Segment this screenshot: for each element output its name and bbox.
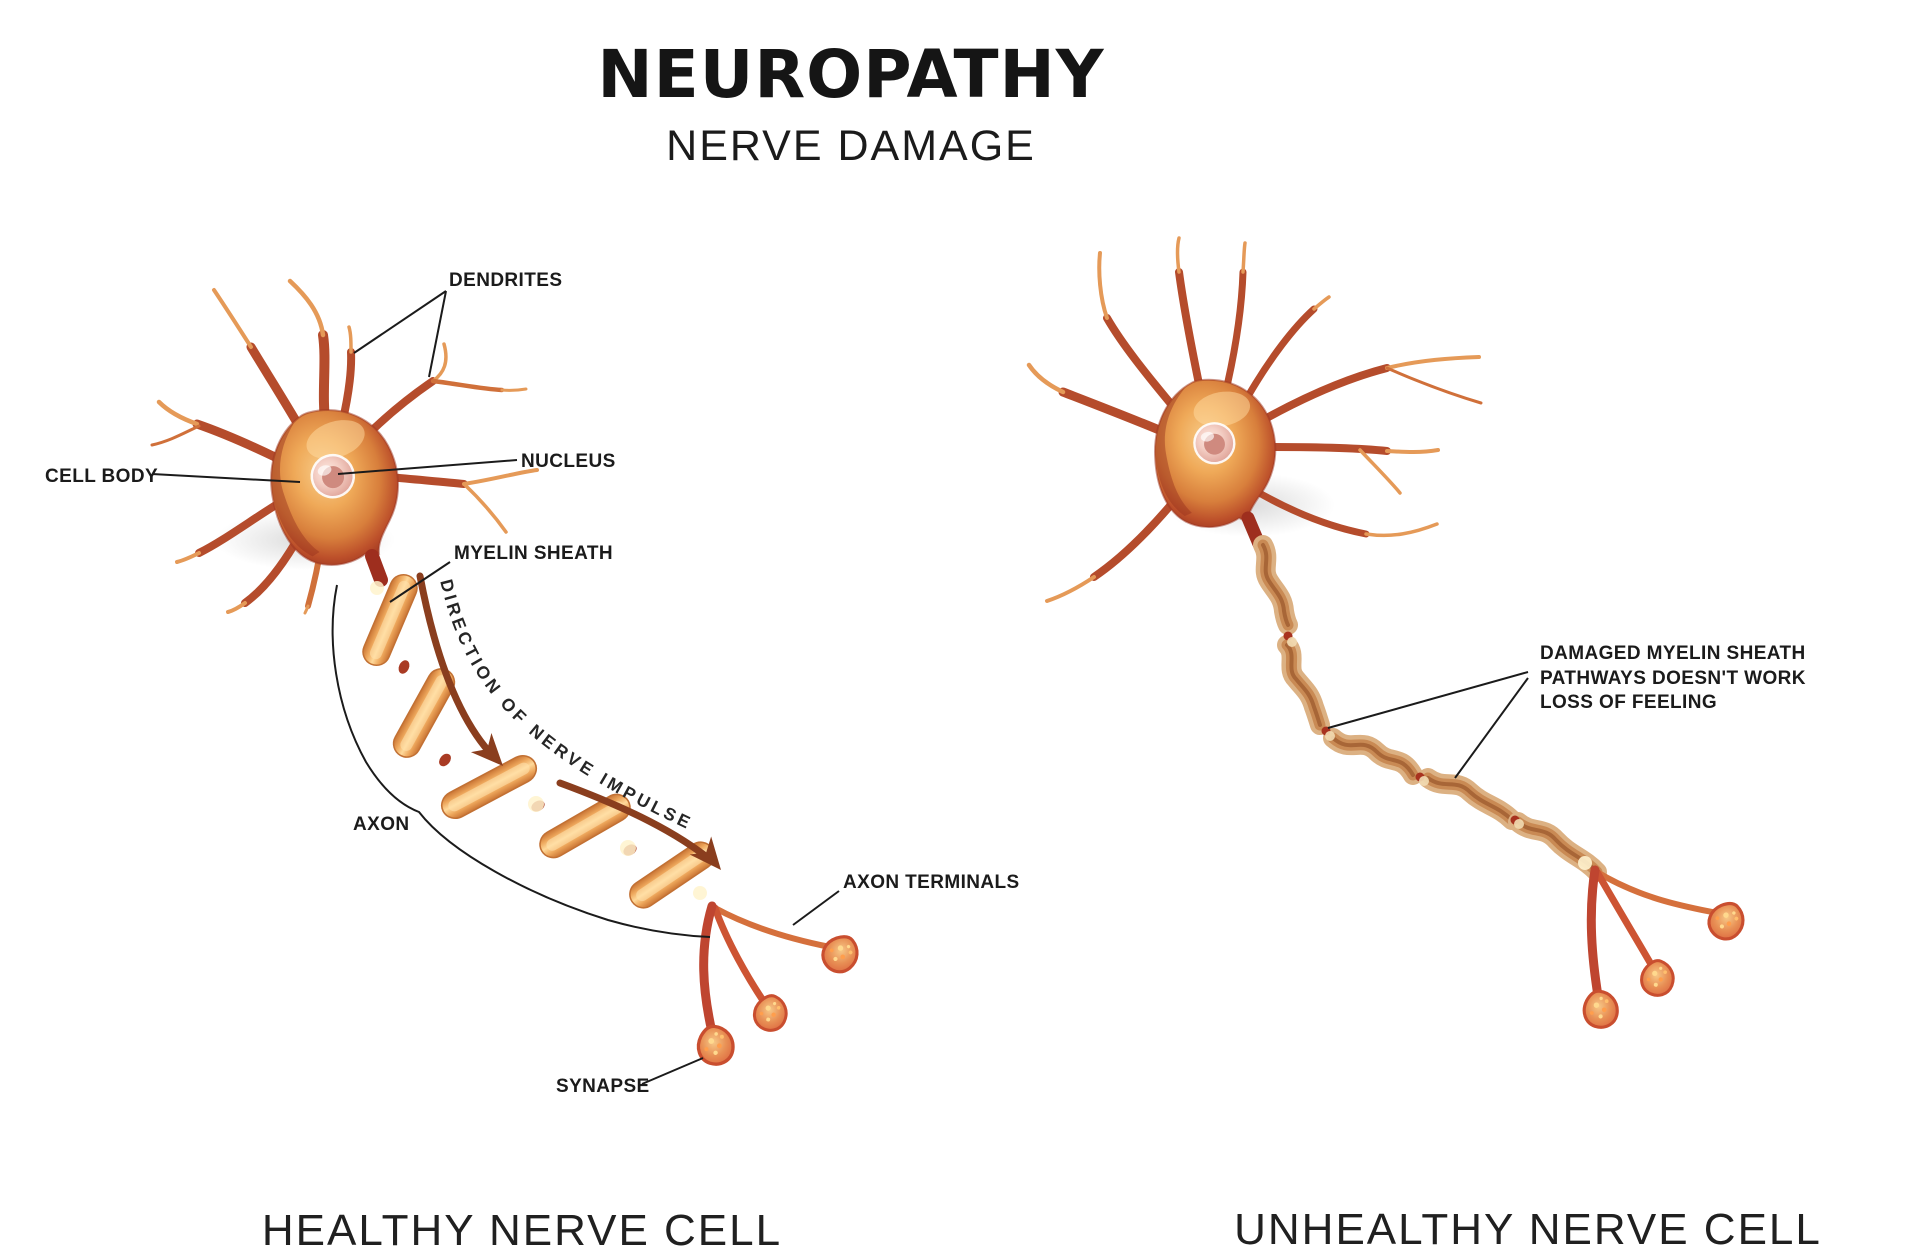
impulse-direction-arrows — [416, 572, 721, 870]
page-title: NEUROPATHY — [597, 36, 1104, 113]
damaged-note-line-2: PATHWAYS DOESN'T WORK — [1540, 668, 1806, 689]
axon-terminals-label: AXON TERMINALS — [843, 872, 1020, 893]
damaged-myelin-pointer-line — [1327, 671, 1529, 729]
dendrites-pointer-line — [353, 290, 447, 354]
page-subtitle: NERVE DAMAGE — [666, 122, 1036, 170]
synapse-bouton — [749, 990, 792, 1036]
synapse-label: SYNAPSE — [556, 1076, 650, 1097]
dendrites-pointer-line — [428, 290, 447, 378]
unhealthy-caption: UNHEALTHY NERVE CELL — [1234, 1205, 1822, 1254]
healthy-axon-terminals — [695, 901, 867, 1068]
healthy-myelin-chain — [358, 569, 721, 914]
healthy-caption: HEALTHY NERVE CELL — [262, 1206, 782, 1255]
myelin-sheath-label: MYELIN SHEATH — [454, 543, 613, 564]
unhealthy-axon-terminals — [1580, 865, 1753, 1031]
callout-lines — [151, 290, 1529, 1085]
healthy-dendrites — [150, 278, 539, 615]
cell-body-pointer-line — [151, 473, 301, 483]
nucleus-label: NUCLEUS — [521, 451, 616, 472]
damaged-note-line-1: DAMAGED MYELIN SHEATH — [1540, 643, 1806, 664]
myelin-pointer-line — [389, 561, 451, 603]
unhealthy-dendrites — [1026, 236, 1483, 603]
nucleus-pointer-line — [337, 459, 518, 475]
axon-terminals-pointer-line — [792, 890, 840, 926]
cell-body-label: CELL BODY — [45, 466, 158, 487]
healthy-neuron-illustration: DIRECTION OF NERVE IMPULSE — [150, 278, 867, 1068]
synapse-bouton — [1701, 894, 1753, 947]
axon-label: AXON — [353, 814, 410, 835]
dendrites-label: DENDRITES — [449, 270, 562, 291]
synapse-bouton — [1637, 956, 1678, 1000]
synapse-bouton — [695, 1023, 737, 1068]
damaged-myelin-note: DAMAGED MYELIN SHEATH PATHWAYS DOESN'T W… — [1540, 643, 1806, 713]
damaged-note-line-3: LOSS OF FEELING — [1540, 692, 1717, 713]
synapse-bouton — [814, 927, 867, 980]
damaged-myelin-pointer-line — [1454, 677, 1529, 779]
axon-hillock — [365, 549, 388, 587]
unhealthy-neuron-illustration — [1026, 236, 1753, 1031]
axon-bracket — [331, 584, 711, 938]
synapse-pointer-line — [641, 1057, 704, 1085]
damaged-myelin-chain — [1253, 535, 1607, 882]
synapse-bouton — [1580, 988, 1621, 1031]
